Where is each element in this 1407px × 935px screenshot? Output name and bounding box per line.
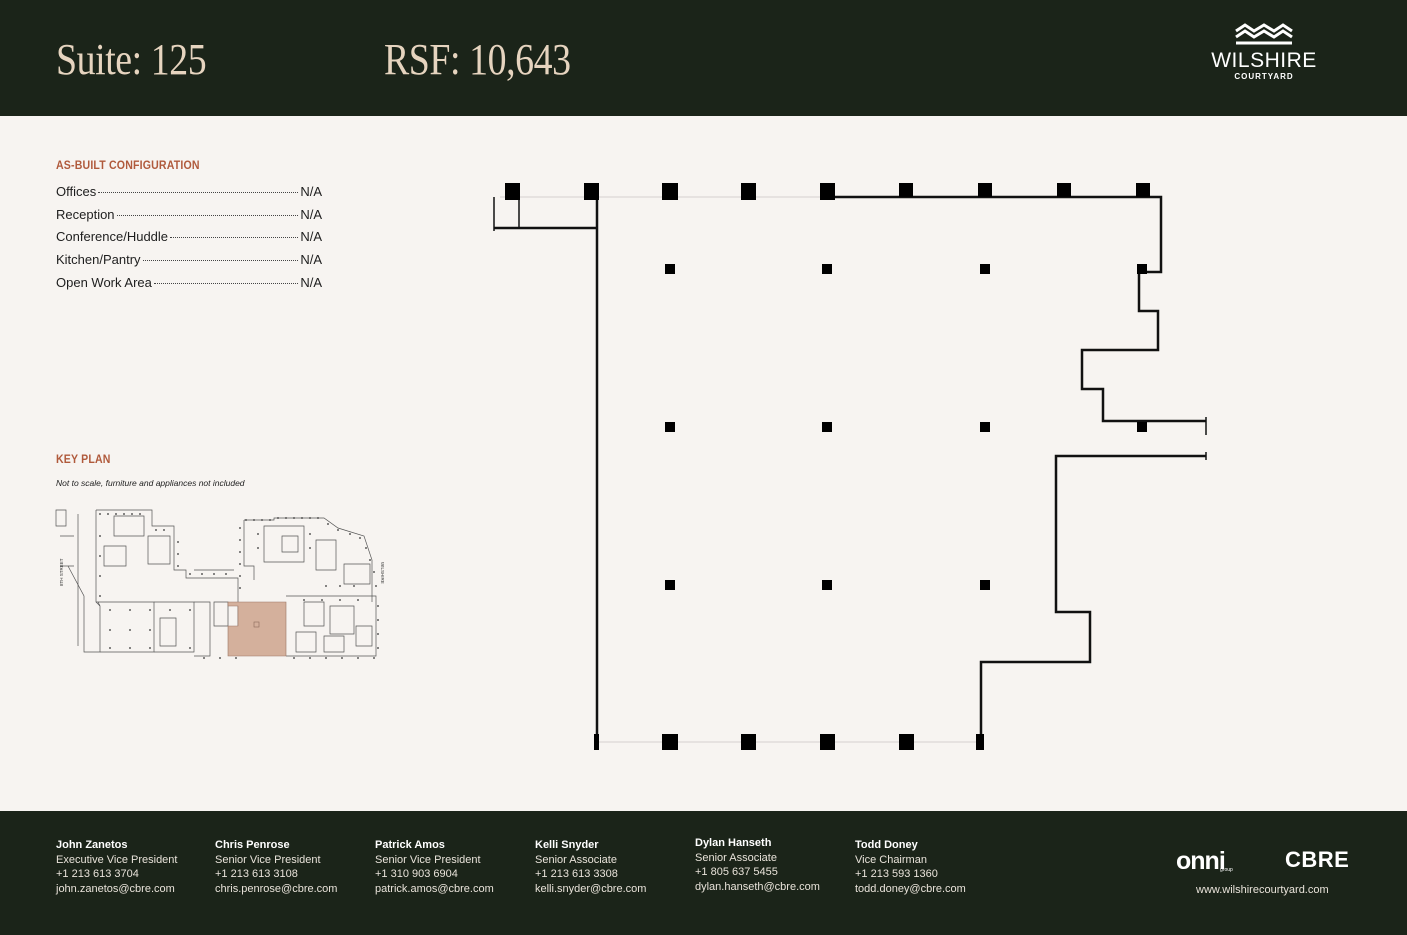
contact-card: John Zanetos Executive Vice President +1… [56,838,177,896]
logo-name: WILSHIRE [1211,49,1317,72]
key-plan-street-right: WILSHIRE [380,562,385,584]
contact-name: Todd Doney [855,839,918,851]
contact-email[interactable]: chris.penrose@cbre.com [215,882,338,895]
header-bar: Suite: 125 RSF: 10,643 WILSHIRE COURTYAR… [0,0,1407,116]
website-link[interactable]: www.wilshirecourtyard.com [1196,884,1329,896]
config-row-kitchen: Kitchen/Pantry N/A [56,252,322,275]
onni-logo: onni [1176,847,1226,875]
config-row-reception: Reception N/A [56,207,322,230]
key-plan-note: Not to scale, furniture and appliances n… [56,478,245,488]
config-value: N/A [300,252,322,268]
contact-title: Senior Associate [535,853,617,866]
contact-title: Senior Vice President [215,853,321,866]
contact-phone[interactable]: +1 805 637 5455 [695,866,778,879]
contact-card: Todd Doney Vice Chairman +1 213 593 1360… [855,838,966,896]
footer-bar: John Zanetos Executive Vice President +1… [0,811,1407,935]
contact-card: Chris Penrose Senior Vice President +1 2… [215,838,337,896]
dot-leader [142,260,299,262]
contact-phone[interactable]: +1 213 613 3704 [56,868,139,881]
floor-plan-east-wall [979,454,1206,742]
floor-plan-outer-wall [827,195,1206,423]
onni-logo-subtitle: group [1220,867,1233,873]
contact-card: Patrick Amos Senior Vice President +1 31… [375,838,494,896]
contact-name: Chris Penrose [215,839,290,851]
cbre-logo: CBRE [1285,847,1350,872]
contact-name: Kelli Snyder [535,839,599,851]
contact-title: Executive Vice President [56,853,178,866]
config-value: N/A [300,184,322,199]
dot-leader [98,192,299,193]
config-value: N/A [300,229,322,245]
config-label: Kitchen/Pantry [56,252,141,268]
logo-subtitle: COURTYARD [1234,72,1294,81]
config-value: N/A [300,206,322,222]
config-row-conference: Conference/Huddle N/A [56,229,322,252]
config-row-offices: Offices N/A [56,184,322,207]
key-plan-title: KEY PLAN [56,452,111,466]
config-label: Conference/Huddle [56,229,169,245]
contact-title: Senior Vice President [375,853,481,866]
dot-leader [170,237,299,239]
contact-email[interactable]: kelli.snyder@cbre.com [535,882,647,895]
key-plan-map: 8TH STREET WILSHIRE [55,509,385,659]
floor-plan [493,183,1207,750]
rsf-value: RSF: 10,643 [384,35,571,84]
contact-phone[interactable]: +1 213 613 3308 [535,868,618,881]
contact-title: Senior Associate [695,851,777,864]
contact-phone[interactable]: +1 213 593 1360 [855,868,938,881]
contact-email[interactable]: todd.doney@cbre.com [855,882,966,895]
contact-phone[interactable]: +1 213 613 3108 [215,868,298,881]
contact-phone[interactable]: +1 310 903 6904 [375,868,458,881]
config-label: Reception [56,206,115,222]
contact-email[interactable]: patrick.amos@cbre.com [375,882,494,895]
contact-card: Kelli Snyder Senior Associate +1 213 613… [535,838,646,896]
floor-plan-columns [505,183,1150,750]
contact-email[interactable]: dylan.hanseth@cbre.com [695,880,820,893]
contact-card: Dylan Hanseth Senior Associate +1 805 63… [695,836,820,894]
contact-title: Vice Chairman [855,853,927,866]
config-label: Open Work Area [56,274,152,290]
contact-name: Dylan Hanseth [695,837,772,849]
waves-icon [1235,23,1293,45]
config-value: N/A [300,274,322,290]
contact-name: Patrick Amos [375,839,445,851]
dot-leader [116,214,299,216]
config-row-open-work-area: Open Work Area N/A [56,275,322,298]
suite-number: Suite: 125 [56,35,207,84]
config-label: Offices [56,184,97,199]
key-plan-street-left: 8TH STREET [59,558,64,586]
wilshire-courtyard-logo: WILSHIRE COURTYARD [1206,22,1322,94]
key-plan-suite-highlight [227,601,287,657]
dot-leader [153,282,299,284]
contact-email[interactable]: john.zanetos@cbre.com [56,882,175,895]
configuration-title: AS-BUILT CONFIGURATION [56,158,200,172]
contact-name: John Zanetos [56,839,128,851]
